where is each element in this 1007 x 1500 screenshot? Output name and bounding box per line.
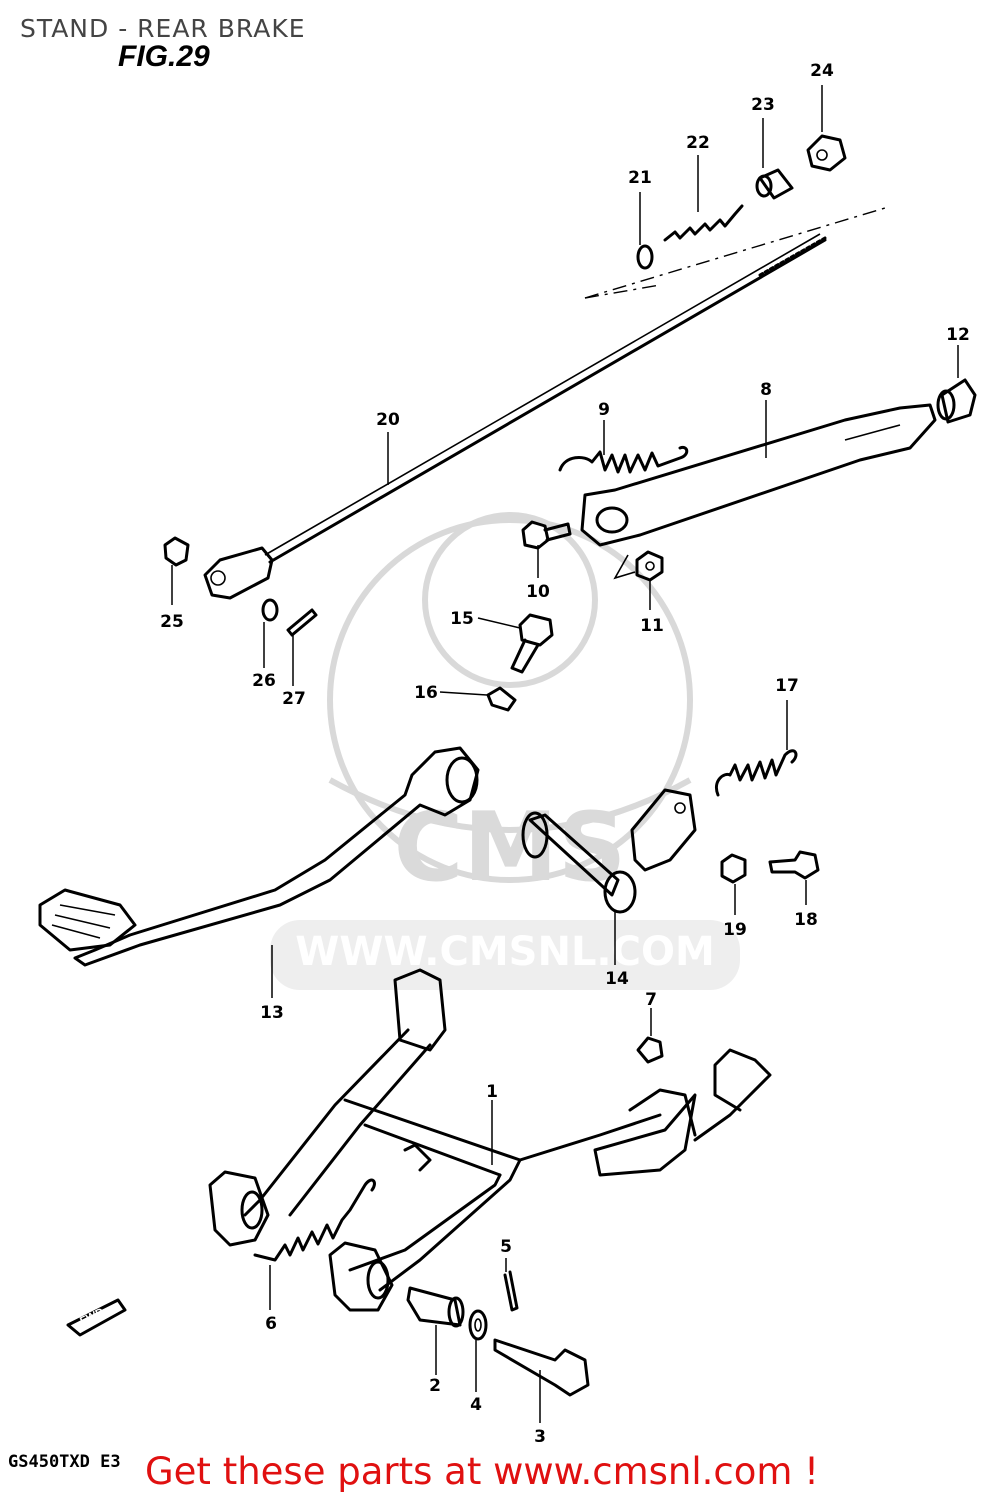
callout-20: 20 xyxy=(376,410,400,430)
part-17-spring xyxy=(715,749,798,797)
callout-16: 16 xyxy=(414,683,438,703)
figure-number: FIG.29 xyxy=(118,40,210,73)
callout-14: 14 xyxy=(605,969,629,989)
part-26-washer xyxy=(261,598,279,622)
callout-labels: 24 23 22 21 12 8 9 20 10 11 25 26 27 15 … xyxy=(160,61,970,1447)
part-27-cotter-pin xyxy=(286,608,318,637)
callout-8: 8 xyxy=(760,380,772,400)
callout-15: 15 xyxy=(450,609,474,629)
callout-5: 5 xyxy=(500,1237,512,1257)
callout-27: 27 xyxy=(282,689,306,709)
callout-23: 23 xyxy=(751,95,775,115)
callout-25: 25 xyxy=(160,612,184,632)
part-11-nut xyxy=(613,550,664,582)
forward-direction-arrow: FWD xyxy=(66,1298,127,1337)
callout-11: 11 xyxy=(640,616,664,636)
part-16-clip xyxy=(486,686,517,712)
callout-3: 3 xyxy=(534,1427,546,1447)
callout-21: 21 xyxy=(628,168,652,188)
callout-4: 4 xyxy=(470,1395,482,1415)
leader-lines xyxy=(171,85,959,1423)
part-5-cotter-pin xyxy=(503,1270,519,1312)
callout-22: 22 xyxy=(686,133,710,153)
part-7-cap xyxy=(636,1036,664,1064)
callout-17: 17 xyxy=(775,676,799,696)
part-6-spring xyxy=(253,1178,376,1262)
promo-link[interactable]: Get these parts at www.cmsnl.com ! xyxy=(145,1450,820,1493)
callout-18: 18 xyxy=(794,910,818,930)
part-1-center-stand xyxy=(208,968,772,1312)
part-20-brake-rod xyxy=(203,233,827,600)
part-2-pipe xyxy=(406,1286,465,1328)
part-14-brake-shaft xyxy=(521,788,697,914)
part-24-nut xyxy=(806,134,847,172)
callout-19: 19 xyxy=(723,920,747,940)
part-9-spring xyxy=(558,445,689,474)
callout-9: 9 xyxy=(598,400,610,420)
callout-24: 24 xyxy=(810,61,834,81)
part-19-nut xyxy=(720,853,747,884)
watermark-url: WWW.CMSNL.COM xyxy=(295,929,715,975)
page-title: STAND - REAR BRAKE xyxy=(20,14,306,43)
callout-6: 6 xyxy=(265,1314,277,1334)
part-23-collar xyxy=(755,168,794,200)
part-3-bolt xyxy=(493,1338,590,1397)
callout-10: 10 xyxy=(526,582,550,602)
watermark-logo: CMS WWW.CMSNL.COM xyxy=(270,512,740,990)
callout-1: 1 xyxy=(486,1082,498,1102)
model-code: GS450TXD E3 xyxy=(8,1452,121,1472)
part-4-washer xyxy=(468,1309,488,1341)
part-21-washer xyxy=(636,244,654,270)
part-10-bolt xyxy=(521,520,572,550)
callout-26: 26 xyxy=(252,671,276,691)
part-22-spring xyxy=(663,204,744,242)
part-8-side-stand xyxy=(580,403,937,547)
callout-12: 12 xyxy=(946,325,970,345)
callout-13: 13 xyxy=(260,1003,284,1023)
callout-2: 2 xyxy=(429,1376,441,1396)
callout-7: 7 xyxy=(645,990,657,1010)
part-15-bolt xyxy=(510,613,554,674)
part-18-bolt xyxy=(768,850,820,880)
part-25-pin xyxy=(163,536,190,567)
part-12-cap xyxy=(936,378,977,424)
part-13-brake-pedal xyxy=(38,746,480,967)
